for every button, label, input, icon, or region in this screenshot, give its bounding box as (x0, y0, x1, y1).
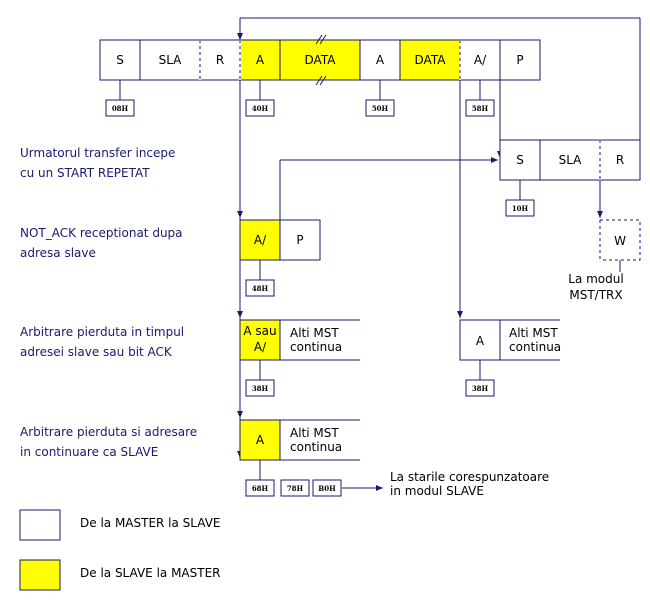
notack-a-label: A/ (254, 233, 267, 247)
rep-r-cell (599, 139, 641, 181)
top-data2-label: DATA (415, 53, 447, 67)
top-r-cell (199, 39, 241, 81)
to-mst-line1: La modul (568, 272, 623, 286)
code-08h-box (105, 99, 135, 117)
slave-desc-line2: in continuare ca SLAVE (20, 445, 158, 459)
code-38h-box (245, 379, 275, 397)
code-10h: 10H (512, 204, 529, 213)
right-a-label: A (476, 334, 485, 348)
rep-sla-cell (539, 139, 601, 181)
arb-cell-line1: A sau (243, 324, 276, 338)
code-38h: 38H (252, 384, 269, 393)
code-78h-box (280, 479, 310, 497)
code-50h: 50H (372, 104, 389, 113)
legend-slave-swatch (19, 559, 61, 591)
code-40h: 40H (252, 104, 269, 113)
code-10h-box (505, 199, 535, 217)
to-slave-line2: in modul SLAVE (390, 484, 484, 498)
repeated-desc-line2: cu un START REPETAT (20, 166, 150, 180)
code-08h: 08H (112, 104, 129, 113)
code-48h: 48H (252, 284, 269, 293)
notack-desc-line1: NOT_ACK receptionat dupa (20, 226, 183, 240)
top-a2-label: A (376, 53, 385, 67)
top-sla-cell (139, 39, 201, 81)
code-40h-box (245, 99, 275, 117)
notack-p-cell (279, 219, 321, 261)
notack-desc-line2: adresa slave (20, 246, 96, 260)
slave-a-label: A (256, 433, 265, 447)
slave-others-line2: continua (290, 440, 342, 454)
rep-s-cell (499, 139, 541, 181)
code-58h-box (465, 99, 495, 117)
legend-master-swatch (19, 509, 61, 541)
code-38h-right-box (465, 379, 495, 397)
slave-desc-line1: Arbitrare pierduta si adresare (20, 425, 197, 439)
rep-w-label: W (614, 234, 626, 248)
top-a1-label: A (256, 53, 265, 67)
arb-cell-line2: A/ (254, 340, 267, 354)
repeated-desc-line1: Urmatorul transfer incepe (20, 146, 175, 160)
top-s-cell (99, 39, 141, 81)
code-68h: 68H (252, 484, 269, 493)
to-slave-line1: La starile corespunzatoare (390, 470, 549, 484)
legend-master-label: De la MASTER la SLAVE (80, 516, 221, 530)
code-78h: 78H (287, 484, 304, 493)
code-48h-box (245, 279, 275, 297)
notack-p-label: P (296, 233, 303, 247)
code-50h-box (365, 99, 395, 117)
legend-slave-label: De la SLAVE la MASTER (80, 566, 221, 580)
right-others-line2: continua (509, 340, 561, 354)
top-nack-label: A/ (474, 53, 487, 67)
top-data1-cell (279, 39, 361, 81)
arb-others-line2: continua (290, 340, 342, 354)
code-b0h: B0H (318, 484, 336, 493)
top-r-label: R (216, 53, 224, 67)
top-a2-cell (359, 39, 401, 81)
code-b0h-box (312, 479, 342, 497)
to-mst-line2: MST/TRX (569, 288, 622, 302)
notack-a-cell (239, 219, 281, 261)
arb-desc-line2: adresei slave sau bit ACK (20, 345, 173, 359)
rep-r-label: R (616, 153, 624, 167)
slave-a-cell (239, 419, 281, 461)
top-p-label: P (516, 53, 523, 67)
rep-sla-label: SLA (559, 153, 583, 167)
arb-cell (239, 319, 281, 361)
slave-others-line1: Alti MST (290, 426, 339, 440)
arb-others-line1: Alti MST (290, 326, 339, 340)
top-data1-label: DATA (305, 53, 337, 67)
top-sla-label: SLA (159, 53, 183, 67)
code-68h-box (245, 479, 275, 497)
top-p-cell (499, 39, 541, 81)
top-data2-cell (399, 39, 461, 81)
code-38h-right: 38H (472, 384, 489, 393)
right-others-line1: Alti MST (509, 326, 558, 340)
code-58h: 58H (472, 104, 489, 113)
arb-desc-line1: Arbitrare pierduta in timpul (20, 325, 184, 339)
top-s-label: S (116, 53, 124, 67)
rep-s-label: S (516, 153, 524, 167)
